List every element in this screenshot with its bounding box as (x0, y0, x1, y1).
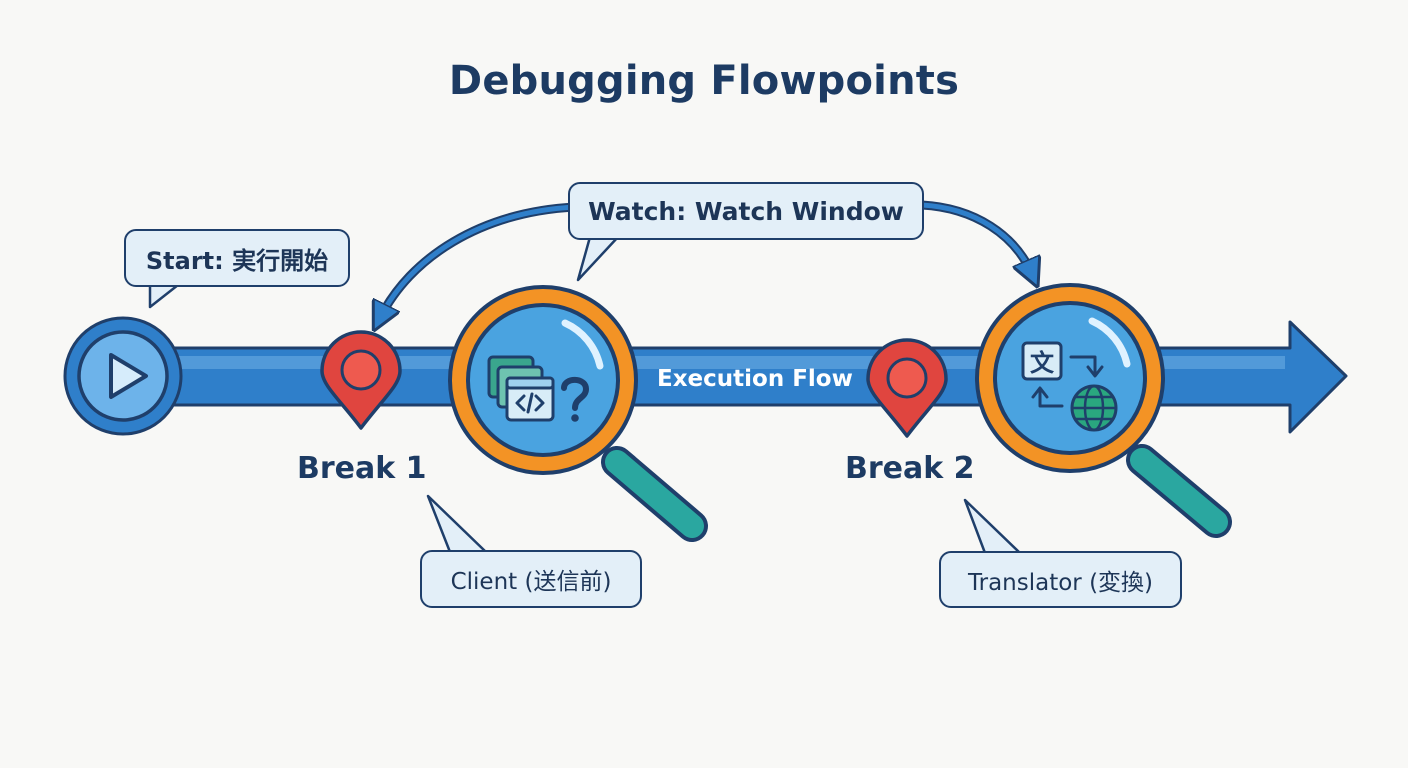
translator-callout-text: Translator (変換) (967, 569, 1154, 596)
watch-callout-text: Watch: Watch Window (588, 196, 904, 226)
start-callout: Start: 実行開始 (124, 229, 350, 287)
magnifying-glass-icon (975, 283, 1232, 538)
location-pin-icon (866, 338, 948, 438)
page-title: Debugging Flowpoints (448, 58, 960, 104)
start-callout-text: Start: 実行開始 (145, 246, 329, 275)
client-callout-tail (426, 494, 487, 553)
translate-icon: 文 (1021, 341, 1104, 408)
svg-text:文: 文 (1030, 349, 1055, 377)
watch-arrow-right (917, 200, 1037, 279)
translator-callout-tail (963, 498, 1021, 554)
play-icon (63, 316, 183, 436)
watch-callout-tail (576, 236, 619, 282)
question-mark-icon (561, 376, 590, 422)
location-pin-icon (320, 330, 402, 430)
execution-flow-label: Execution Flow (657, 366, 853, 392)
client-callout: Client (送信前) (420, 550, 642, 608)
break-2-label: Break 2 (845, 451, 975, 486)
break-1-label: Break 1 (297, 451, 427, 486)
translator-callout: Translator (変換) (939, 551, 1182, 608)
globe-icon (1070, 384, 1118, 432)
watch-callout: Watch: Watch Window (568, 182, 924, 240)
start-callout-tail (148, 284, 179, 309)
code-window-icon (487, 355, 555, 422)
client-callout-text: Client (送信前) (450, 569, 612, 595)
